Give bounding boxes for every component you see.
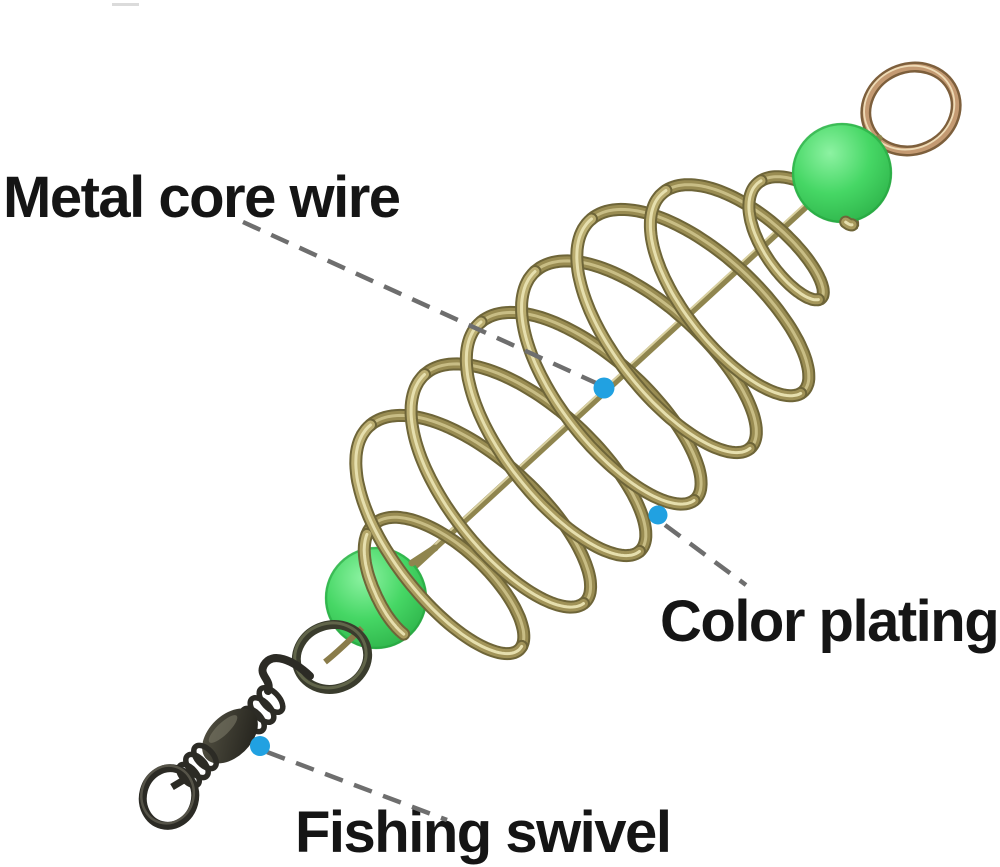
- swivel-hook-wire: [258, 654, 314, 695]
- bead-bottom: [324, 546, 428, 650]
- callout-dot-fishing-swivel: [250, 736, 270, 756]
- eyelet-ring: [860, 61, 962, 157]
- leader-lines: [242, 219, 748, 823]
- callout-dot-color-plating: [648, 505, 668, 525]
- spring-coil-front: [349, 174, 859, 661]
- swivel-barrel: [202, 708, 258, 764]
- photo-artifact: [112, 3, 139, 6]
- coil-end-wire: [323, 625, 365, 665]
- core-wire-tip: [408, 544, 439, 567]
- fishing-swivel-assembly: [138, 620, 373, 830]
- leader-line-color-plating: [663, 523, 748, 587]
- swivel-wraps-top: [239, 684, 286, 735]
- callout-dots: [250, 377, 668, 756]
- label-metal-core-wire: Metal core wire: [3, 165, 401, 230]
- leader-line-metal-core-wire: [242, 219, 597, 386]
- swivel-ring-top: [291, 620, 373, 694]
- swivel-ring-bottom: [138, 764, 200, 830]
- callout-dot-metal-core-wire: [593, 377, 615, 399]
- bead-top: [791, 122, 893, 224]
- label-color-plating: Color plating: [660, 589, 1000, 654]
- swivel-wraps-bottom: [176, 742, 219, 789]
- swivel-wire-link: [170, 774, 189, 791]
- label-fishing-swivel: Fishing swivel: [295, 800, 672, 865]
- spring-coil-back: [360, 170, 860, 653]
- core-wire: [401, 134, 883, 579]
